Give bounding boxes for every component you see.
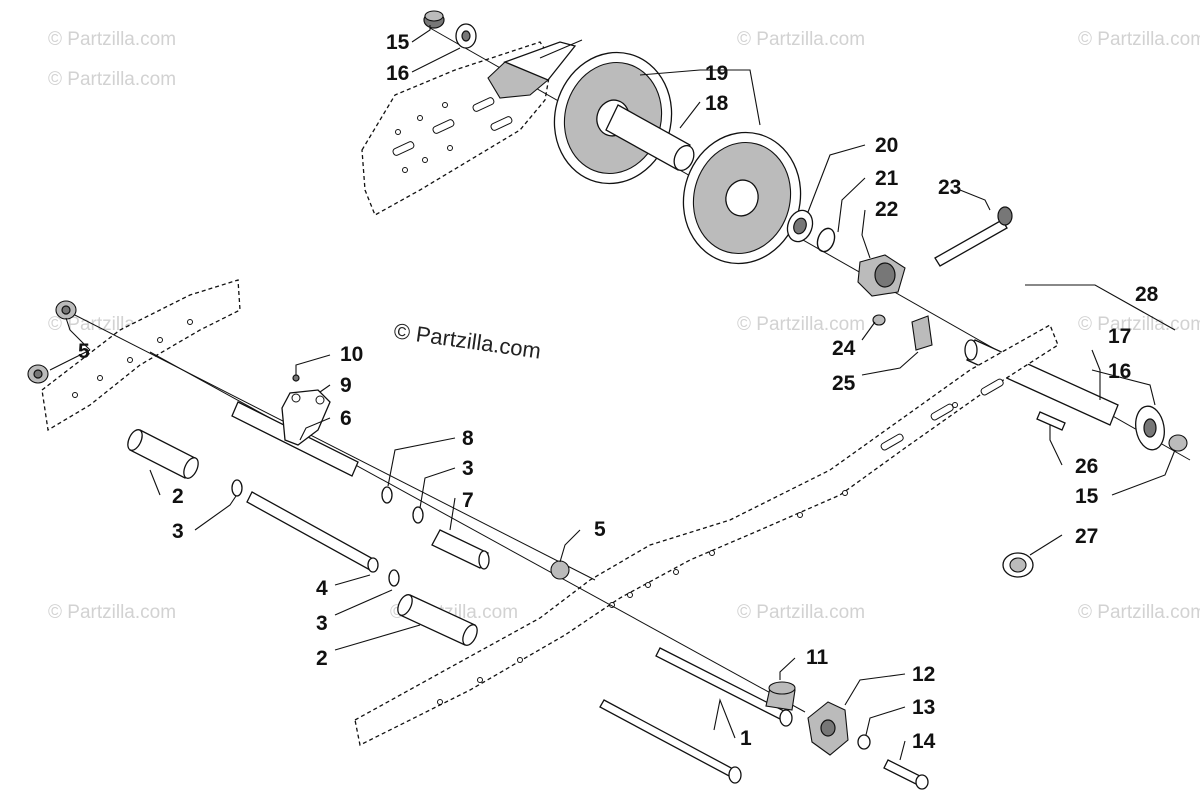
part-3-ring-left xyxy=(231,479,243,497)
part-3-ring-middle xyxy=(388,569,400,587)
left-rail xyxy=(41,279,241,432)
part-20-bearing xyxy=(786,209,814,243)
callout-1: 1 xyxy=(740,727,752,750)
callout-8: 8 xyxy=(462,427,474,450)
part-1-bolt-lower xyxy=(599,699,742,784)
callout-28: 28 xyxy=(1135,283,1159,306)
part-13-washer xyxy=(857,734,871,750)
cross-shaft-centerline-1 xyxy=(64,309,596,581)
callout-3-left: 3 xyxy=(172,520,184,543)
watermark-mid-right: © Partzilla.com xyxy=(1078,314,1200,335)
part-16-bracket-top xyxy=(487,39,583,99)
part-16-washer-top xyxy=(455,23,477,49)
part-7-spacer xyxy=(431,529,490,570)
callout-3-middle: 3 xyxy=(316,612,328,635)
part-11-bushing xyxy=(765,681,796,711)
part-18-spacer-tube xyxy=(605,104,695,172)
watermark-mid-center: © Partzilla.com xyxy=(737,314,865,335)
callout-10: 10 xyxy=(340,343,363,366)
part-24-nut xyxy=(872,314,886,326)
watermark-top-center: © Partzilla.com xyxy=(737,29,865,50)
part-25-clip xyxy=(911,315,933,351)
callout-25: 25 xyxy=(832,372,856,395)
part-15-cap-right xyxy=(1168,434,1188,452)
callout-22: 22 xyxy=(875,198,898,221)
part-5-nut-left-top xyxy=(55,300,77,320)
watermark-bottom-center: © Partzilla.com xyxy=(737,602,865,623)
part-8-ring xyxy=(381,486,393,504)
part-22-axle-bolt-head xyxy=(857,254,906,297)
callout-5-middle: 5 xyxy=(594,518,606,541)
part-23-long-bolt xyxy=(934,206,1013,267)
callout-9: 9 xyxy=(340,374,352,397)
callout-2-left: 2 xyxy=(172,485,184,508)
lower-rail xyxy=(354,324,1059,746)
part-2-spacer-left xyxy=(127,429,199,479)
callout-2-middle: 2 xyxy=(316,647,328,670)
part-16-wheel-right xyxy=(1135,405,1165,451)
part-9-arm xyxy=(281,389,331,446)
part-3-ring-right xyxy=(412,506,424,524)
callout-4: 4 xyxy=(316,577,328,600)
part-27-cap-nut xyxy=(1002,552,1034,578)
callout-23: 23 xyxy=(938,176,961,199)
callout-11: 11 xyxy=(806,646,829,669)
watermark-top-left-2: © Partzilla.com xyxy=(48,69,176,90)
callout-13: 13 xyxy=(912,696,935,719)
part-1-bolt-upper xyxy=(655,647,793,727)
part-19-idler-wheel-right xyxy=(682,131,802,265)
part-12-end-cap xyxy=(807,701,849,756)
rail-slots-upper xyxy=(392,97,513,173)
watermark-top-left: © Partzilla.com xyxy=(48,29,176,50)
watermark-main: © Partzilla.com xyxy=(392,318,542,363)
part-28-bracket-group xyxy=(1025,284,1176,331)
callout-27: 27 xyxy=(1075,525,1098,548)
callout-26: 26 xyxy=(1075,455,1098,478)
callout-12: 12 xyxy=(912,663,935,686)
callout-3-right: 3 xyxy=(462,457,474,480)
watermark-bottom-right: © Partzilla.com xyxy=(1078,602,1200,623)
callout-17: 17 xyxy=(1108,325,1131,348)
callout-16-top: 16 xyxy=(386,62,409,85)
part-15-cap-top xyxy=(423,10,445,29)
part-5-nut-middle xyxy=(550,560,570,580)
part-10-grease-fitting xyxy=(292,374,300,382)
part-14-bolt-short xyxy=(883,759,929,790)
callout-24: 24 xyxy=(832,337,856,360)
callout-18: 18 xyxy=(705,92,729,115)
callout-labels: 15 16 19 18 20 21 22 23 28 17 16 24 25 2… xyxy=(78,31,1159,753)
part-26-bolt xyxy=(1036,411,1066,431)
part-21-snap-ring xyxy=(816,227,836,253)
part-5-nut-left-bottom xyxy=(27,364,49,384)
callout-6: 6 xyxy=(340,407,352,430)
callout-15-top: 15 xyxy=(386,31,410,54)
callout-5-left: 5 xyxy=(78,340,90,363)
callout-7: 7 xyxy=(462,489,474,512)
callout-15-right: 15 xyxy=(1075,485,1099,508)
part-4-shaft xyxy=(246,491,379,573)
watermark-top-right: © Partzilla.com xyxy=(1078,29,1200,50)
part-2-spacer-middle xyxy=(397,594,478,646)
watermark-bottom-left: © Partzilla.com xyxy=(48,602,176,623)
callout-21: 21 xyxy=(875,167,899,190)
callout-16-right: 16 xyxy=(1108,360,1131,383)
callout-14: 14 xyxy=(912,730,936,753)
callout-19: 19 xyxy=(705,62,728,85)
callout-leaders xyxy=(49,25,1176,761)
callout-20: 20 xyxy=(875,134,898,157)
